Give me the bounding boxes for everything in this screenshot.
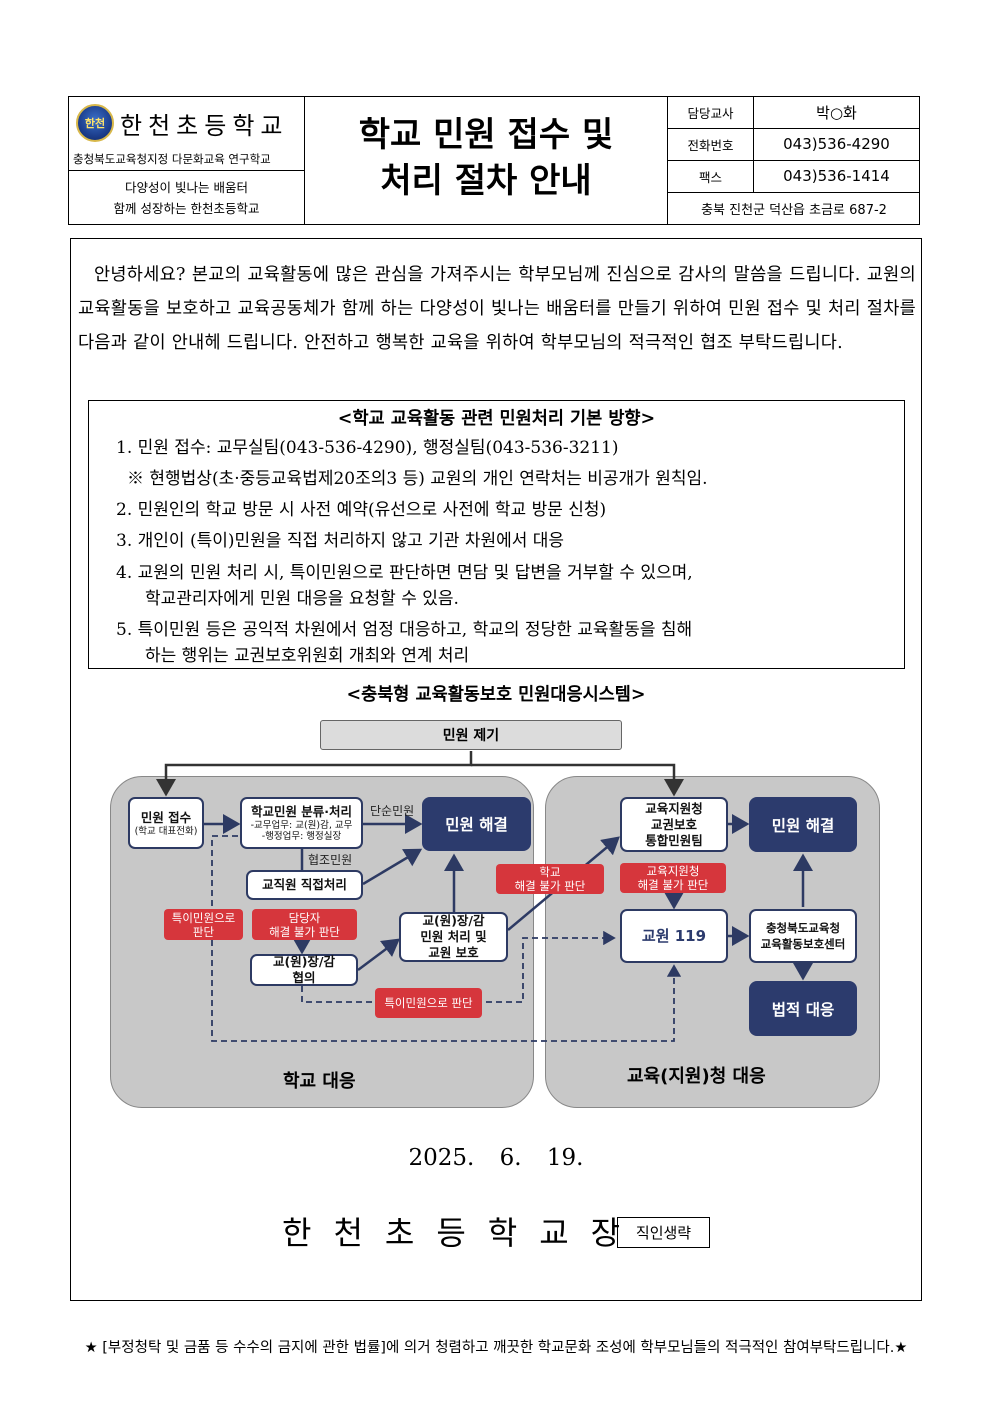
node-label: 충청북도교육청: [765, 921, 841, 935]
badge-owner-fail: 담당자 해결 불가 판단: [252, 909, 357, 940]
node-protection-center: 충청북도교육청 교육활동보호센터: [749, 909, 857, 963]
policy-item: 2. 민원인의 학교 방문 시 사전 예약(유선으로 사전에 학교 방문 신청): [116, 500, 607, 520]
node-principal-consult: 교(원)장/감 협의: [250, 954, 358, 986]
node-label: 학교민원 분류·처리: [250, 804, 353, 819]
intro-paragraph: 안녕하세요? 본교의 교육활동에 많은 관심을 가져주시는 학부모님께 진심으로…: [78, 265, 916, 353]
contact-value: 박○화: [816, 103, 857, 122]
node-label: 교육지원청: [645, 800, 703, 816]
school-motto: 다양성이 빛나는 배움터 함께 성장하는 한천초등학교: [68, 177, 305, 219]
node-label: 교원 보호: [428, 945, 479, 960]
contact-row: 팩스 043)536-1414: [668, 160, 920, 193]
principal-name: 한천초등학교장: [282, 1214, 643, 1252]
badge-special-1: 특이민원으로 판단: [164, 909, 243, 940]
node-label: 교육활동보호센터: [760, 937, 846, 951]
node-teacher-119: 교원 119: [620, 909, 728, 963]
school-panel-label: 학교 대응: [283, 1071, 356, 1092]
label-simple: 단순민원: [370, 804, 415, 818]
node-label: 협의: [292, 970, 316, 985]
contact-value: 043)536-1414: [783, 167, 890, 185]
policy-box: [88, 400, 905, 669]
node-resolve-office: 민원 해결: [749, 797, 857, 852]
node-receive: 민원 접수 (학교 대표전화): [128, 797, 204, 849]
policy-note: ※ 현행법상(초·중등교육법제20조의3 등) 교원의 개인 연락처는 비공개가…: [127, 469, 708, 489]
policy-item: 5. 특이민원 등은 공익적 차원에서 엄정 대응하고, 학교의 정당한 교육활…: [116, 620, 693, 640]
node-label: 통합민원팀: [645, 832, 703, 848]
policy-title: <학교 교육활동 관련 민원처리 기본 방향>: [337, 409, 656, 429]
policy-item: 1. 민원 접수: 교무실팀(043-536-4290), 행정실팀(043-5…: [116, 438, 619, 458]
node-legal: 법적 대응: [749, 981, 857, 1036]
node-sublabel: (학교 대표전화): [134, 825, 198, 837]
motto-line: 함께 성장하는 한천초등학교: [113, 201, 260, 216]
badge-special-2: 특이민원으로 판단: [375, 988, 482, 1018]
badge-line: 판단: [192, 924, 215, 939]
school-cell: [68, 96, 305, 171]
contact-label: 팩스: [668, 160, 754, 192]
title-line: 학교 민원 접수 및: [358, 115, 614, 155]
contact-table: 담당교사 박○화 전화번호 043)536-4290 팩스 043)536-14…: [668, 96, 920, 225]
node-resolve-school: 민원 해결: [422, 797, 531, 851]
system-title: <충북형 교육활동보호 민원대응시스템>: [346, 685, 646, 705]
label-coop: 협조민원: [308, 853, 353, 867]
node-label: 민원 접수: [140, 809, 192, 825]
node-label: 교(원)장/감: [273, 954, 335, 969]
contact-row: 전화번호 043)536-4290: [668, 128, 920, 161]
contact-label: 전화번호: [668, 128, 754, 160]
content-frame: [70, 238, 922, 1301]
node-sublabel: -행정업무: 행정실장: [261, 831, 342, 842]
node-staff: 교직원 직접처리: [246, 870, 363, 900]
document-title: 학교 민원 접수 및 처리 절차 안내: [305, 96, 668, 225]
badge-line: 해결 불가 판단: [514, 879, 586, 893]
badge-line: 담당자: [288, 910, 321, 925]
node-office-team: 교육지원청 교권보호 통합민원팀: [620, 797, 728, 852]
node-classify: 학교민원 분류·처리 -교무업무: 교(원)감, 교무 -행정업무: 행정실장: [240, 797, 363, 849]
badge-line: 특이민원으로: [171, 910, 236, 925]
node-label: 교(원)장/감: [422, 913, 485, 928]
motto-line: 다양성이 빛나는 배움터: [125, 180, 248, 195]
contact-row: 담당교사 박○화: [668, 96, 920, 129]
policy-item-cont: 학교관리자에게 민원 대응을 요청할 수 있음.: [145, 589, 459, 609]
school-emblem-icon: 한천: [76, 104, 114, 142]
policy-item: 4. 교원의 민원 처리 시, 특이민원으로 판단하면 면담 및 답변을 거부할…: [116, 563, 693, 583]
badge-line: 해결 불가 판단: [269, 924, 340, 939]
badge-line: 교육지원청: [646, 864, 700, 878]
school-designation: 충청북도교육청지정 다문화교육 연구학교: [73, 152, 271, 166]
school-name: 한천초등학교: [120, 112, 289, 140]
complaint-start-node: 민원 제기: [320, 720, 622, 750]
policy-item: 3. 개인이 (특이)민원을 직접 처리하지 않고 기관 차원에서 대응: [116, 531, 565, 551]
policy-item-cont: 하는 행위는 교권보호위원회 개최와 연계 처리: [145, 646, 470, 666]
footer-notice: ★ [부정청탁 및 금품 등 수수의 금지에 관한 법률]에 의거 청렴하고 깨…: [84, 1340, 908, 1356]
title-line: 처리 절차 안내: [380, 161, 592, 201]
school-address: 충북 진천군 덕산읍 초금로 687-2: [701, 203, 887, 218]
node-principal-handle: 교(원)장/감 민원 처리 및 교원 보호: [399, 912, 508, 962]
document-date: 2025. 6. 19.: [408, 1145, 584, 1171]
node-label: 민원 처리 및: [420, 929, 487, 944]
motto-cell: [68, 171, 305, 225]
official-stamp: 직인생략: [617, 1217, 710, 1248]
node-label: 교권보호: [650, 816, 697, 832]
contact-value: 043)536-4290: [783, 135, 890, 153]
badge-office-fail: 교육지원청 해결 불가 판단: [620, 863, 726, 893]
node-sublabel: -교무업무: 교(원)감, 교무: [250, 820, 353, 831]
contact-label: 담당교사: [668, 96, 754, 128]
office-panel-label: 교육(지원)청 대응: [627, 1066, 766, 1087]
badge-line: 해결 불가 판단: [637, 878, 709, 892]
badge-school-fail: 학교 해결 불가 판단: [496, 864, 604, 894]
badge-line: 학교: [539, 865, 561, 879]
